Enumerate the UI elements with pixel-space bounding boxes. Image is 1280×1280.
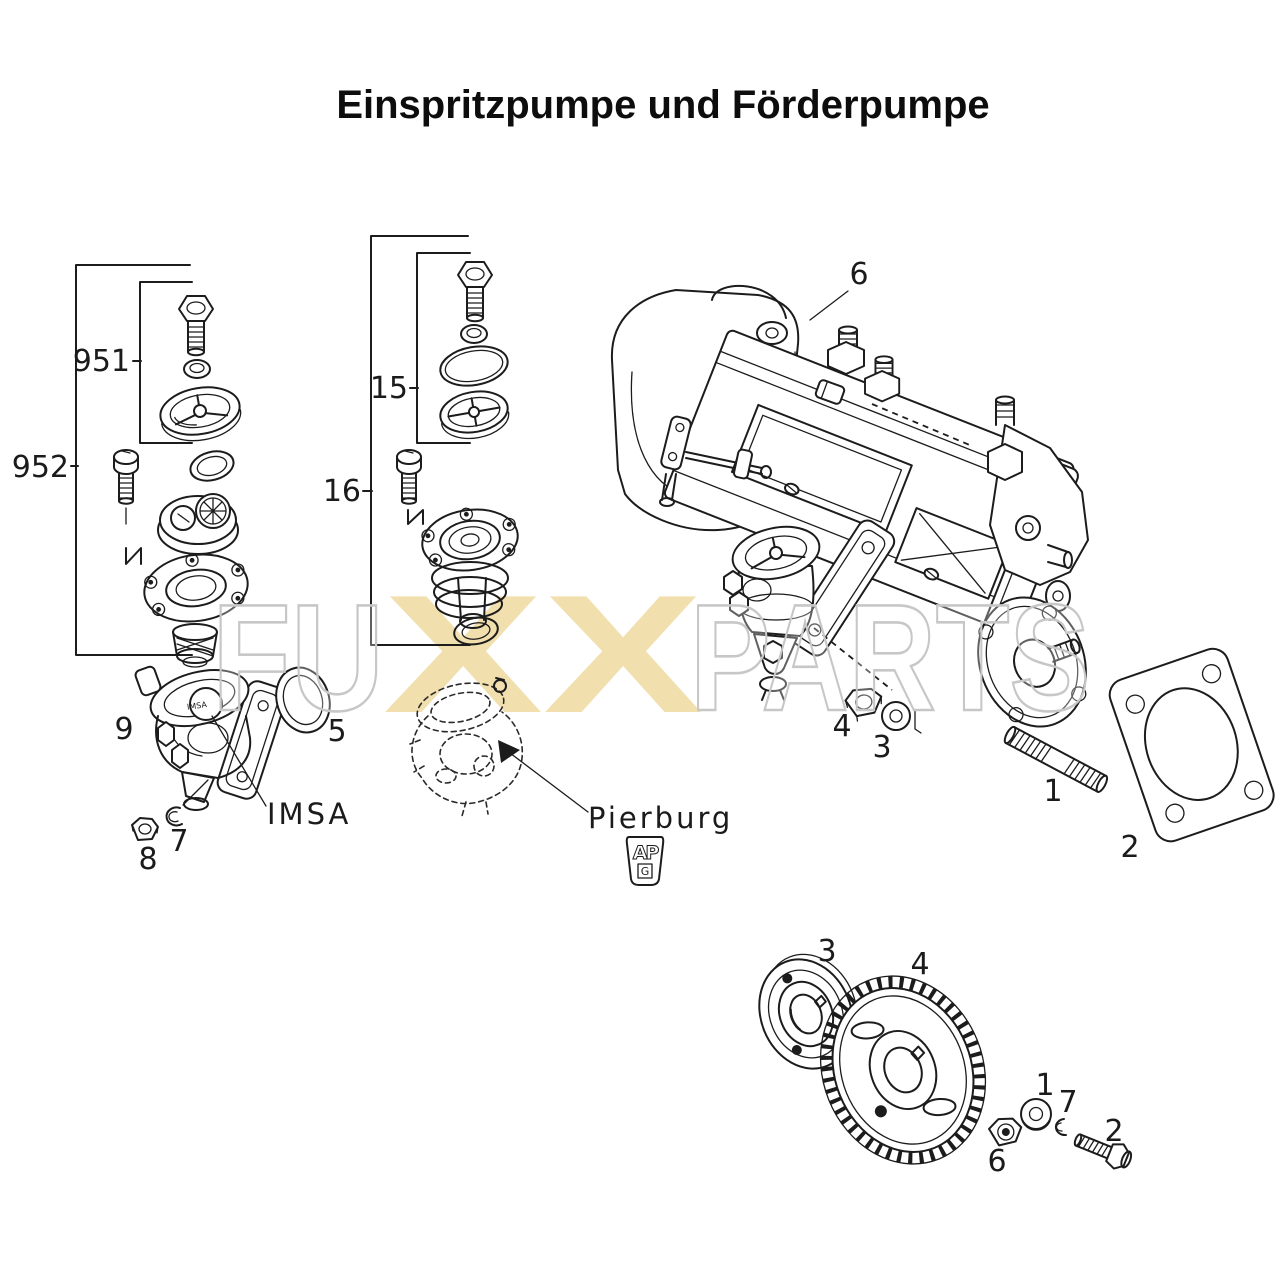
lever-pin: [661, 473, 677, 501]
stop-lever: [660, 415, 692, 471]
pump-top-cover: [157, 493, 239, 555]
pierburg-arrowhead: [498, 740, 520, 763]
callout-gear-7: 7: [1058, 1085, 1077, 1120]
imsa-stamp: IMSA: [186, 700, 208, 712]
flange-nut-4: [844, 687, 883, 722]
mounted-feed-pump: [723, 519, 896, 701]
rear-housing: [987, 395, 1089, 612]
badge-ap: AP: [633, 842, 660, 864]
leader-dashed: [813, 627, 893, 691]
large-o-ring: [439, 345, 509, 387]
overflow-fitting: [827, 325, 865, 375]
gear-lock-washer-7: [1055, 1118, 1067, 1137]
nut-8: [131, 817, 159, 841]
left-assembly-952: [113, 449, 249, 668]
imsa-feed-pump: IMSA: [134, 665, 288, 811]
pierburg-badge: AP G: [625, 836, 665, 886]
flange-washer-3: [881, 701, 911, 731]
seal-ring-5: [275, 666, 331, 734]
callout-952: 952: [12, 450, 69, 485]
valve-plate-3spoke: [159, 386, 242, 442]
pierburg-leader: [509, 752, 589, 813]
seal-ring-small: [453, 616, 499, 646]
diaphragm-flange: [421, 507, 519, 572]
callout-2: 2: [1120, 830, 1139, 865]
overflow-fitting: [864, 355, 901, 403]
callout-gear-6: 6: [987, 1144, 1006, 1179]
gear-washer-1: [1020, 1098, 1052, 1131]
callout-gear-1: 1: [1035, 1068, 1054, 1103]
callout-951: 951: [73, 344, 130, 379]
valve-spring-stack: [431, 561, 509, 629]
valve-cage: [172, 623, 218, 668]
callout-3: 3: [872, 730, 891, 765]
gear-nut-6: [988, 1117, 1023, 1147]
bracket-952: [75, 264, 193, 656]
callout-8: 8: [138, 842, 157, 877]
imsa-leader: [211, 715, 267, 807]
middle-assembly-16: [396, 449, 519, 646]
callout-6: 6: [849, 257, 868, 292]
gasket-plate-2: [1108, 647, 1275, 843]
callout-7: 7: [169, 824, 188, 859]
callout-5: 5: [327, 714, 346, 749]
callout-16: 16: [323, 474, 361, 509]
pierburg-pump: AP G: [409, 677, 665, 886]
callout-labels: 951 952 15 16 6 9 5 7 8 IMSA Pierburg 4 …: [12, 257, 1140, 1179]
page-title: Einspritzpumpe und Förderpumpe: [336, 83, 989, 127]
bracket-951: [139, 281, 193, 444]
callout-gear-3: 3: [817, 934, 836, 969]
callout-1: 1: [1043, 774, 1062, 809]
callout-9: 9: [114, 712, 133, 747]
callout-4: 4: [832, 709, 851, 744]
clamp-piece: [814, 379, 846, 405]
injection-pump-body: [610, 284, 1089, 728]
gear-hub-flange-3: [758, 953, 858, 1070]
lock-ring-7: [165, 779, 209, 827]
callout-15: 15: [370, 371, 408, 406]
watermark-fu: FU: [212, 573, 384, 743]
callout-gear-4: 4: [910, 947, 929, 982]
imsa-label: IMSA: [267, 797, 351, 831]
hidden-edge-line: [871, 403, 973, 447]
drive-flange: [977, 596, 1087, 728]
badge-g: G: [641, 865, 650, 878]
left-assembly-951: [159, 295, 242, 442]
sealant-mark: [407, 509, 424, 525]
stud-1: [1003, 725, 1109, 793]
watermark-xx: XX: [383, 560, 703, 748]
sealant-mark: [125, 547, 142, 565]
gear-bolt-2: [1073, 1133, 1133, 1170]
callout-gear-2: 2: [1104, 1114, 1123, 1149]
o-ring: [189, 450, 235, 482]
hook-mark: [914, 710, 922, 734]
watermark-parts: PARTS: [690, 573, 1090, 743]
valve-plate-4spoke: [439, 390, 510, 440]
bracket-16: [370, 235, 471, 646]
pierburg-label: Pierburg: [588, 801, 733, 835]
bracket-15: [416, 252, 471, 444]
middle-assembly-15: [439, 261, 510, 440]
diaphragm-flange: [143, 553, 249, 623]
